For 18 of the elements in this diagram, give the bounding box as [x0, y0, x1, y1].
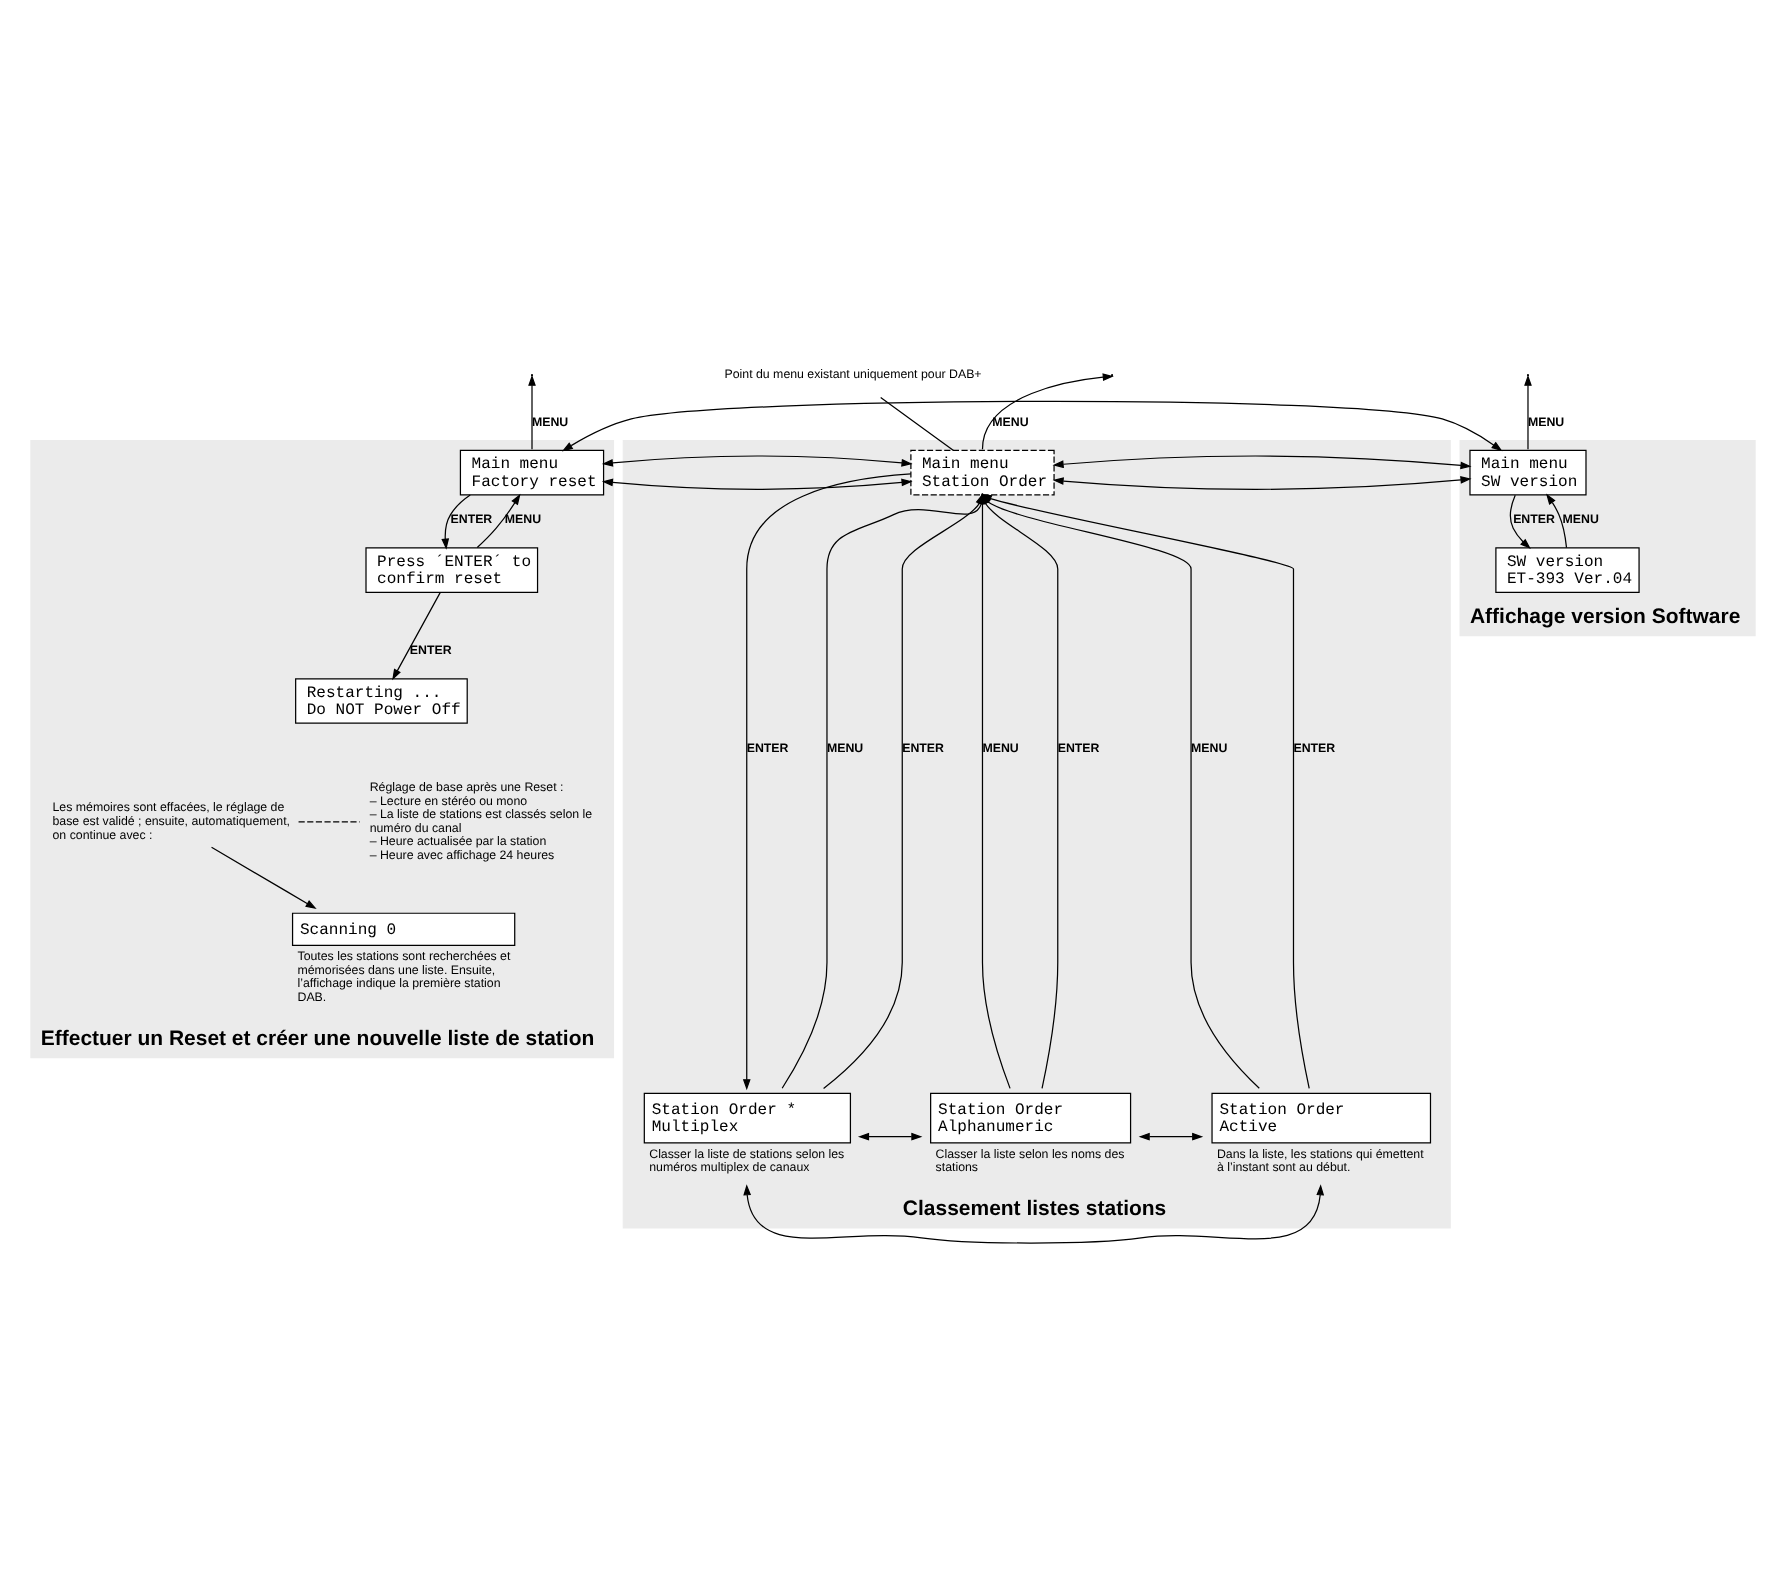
arrow — [210, 846, 317, 910]
arrow — [392, 591, 441, 681]
arrow — [1138, 1132, 1204, 1141]
arrow — [528, 374, 536, 450]
arrow — [476, 493, 521, 549]
connector — [880, 396, 955, 451]
arrow — [441, 494, 471, 550]
arrow — [601, 455, 913, 490]
arrow — [743, 1184, 1325, 1244]
arrow — [981, 373, 1114, 450]
arrow — [1052, 455, 1472, 490]
arrow — [858, 1132, 923, 1141]
connector — [297, 821, 361, 823]
arrow — [1524, 374, 1532, 450]
arrow — [742, 473, 912, 1091]
arrow — [1509, 494, 1531, 550]
arrow — [1546, 493, 1568, 549]
arrow — [561, 400, 1503, 452]
